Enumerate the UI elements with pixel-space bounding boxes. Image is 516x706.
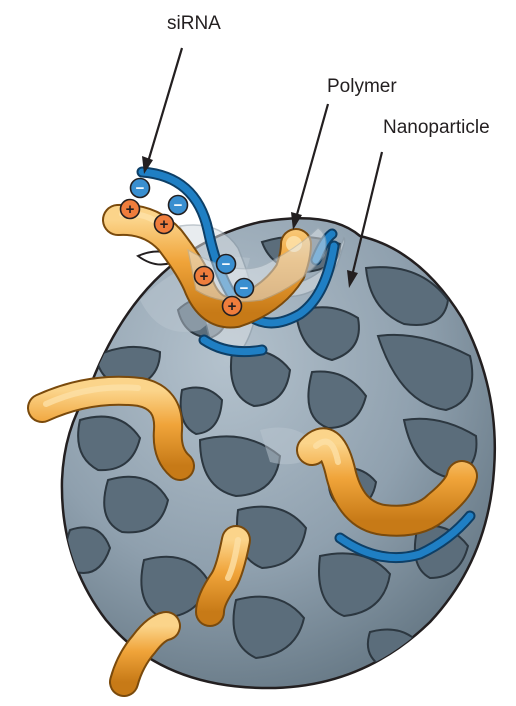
sirna-arrow bbox=[142, 48, 182, 174]
positive-charge: + bbox=[155, 215, 174, 234]
svg-text:+: + bbox=[200, 268, 209, 285]
polymer-label: Polymer bbox=[327, 76, 397, 98]
svg-text:+: + bbox=[160, 216, 169, 233]
negative-charge: − bbox=[131, 179, 150, 198]
polymer-arrow bbox=[291, 104, 328, 230]
svg-text:+: + bbox=[126, 201, 135, 218]
positive-charge: + bbox=[195, 267, 214, 286]
negative-charge: − bbox=[217, 255, 236, 274]
sirna-label: siRNA bbox=[167, 13, 221, 35]
svg-text:−: − bbox=[136, 180, 145, 197]
negative-charge: − bbox=[169, 196, 188, 215]
svg-text:−: − bbox=[240, 280, 249, 297]
nanoparticle-label: Nanoparticle bbox=[383, 117, 490, 139]
svg-text:−: − bbox=[174, 197, 183, 214]
svg-text:−: − bbox=[222, 256, 231, 273]
svg-text:+: + bbox=[228, 298, 237, 315]
negative-charge: − bbox=[235, 279, 254, 298]
positive-charge: + bbox=[223, 297, 242, 316]
positive-charge: + bbox=[121, 200, 140, 219]
